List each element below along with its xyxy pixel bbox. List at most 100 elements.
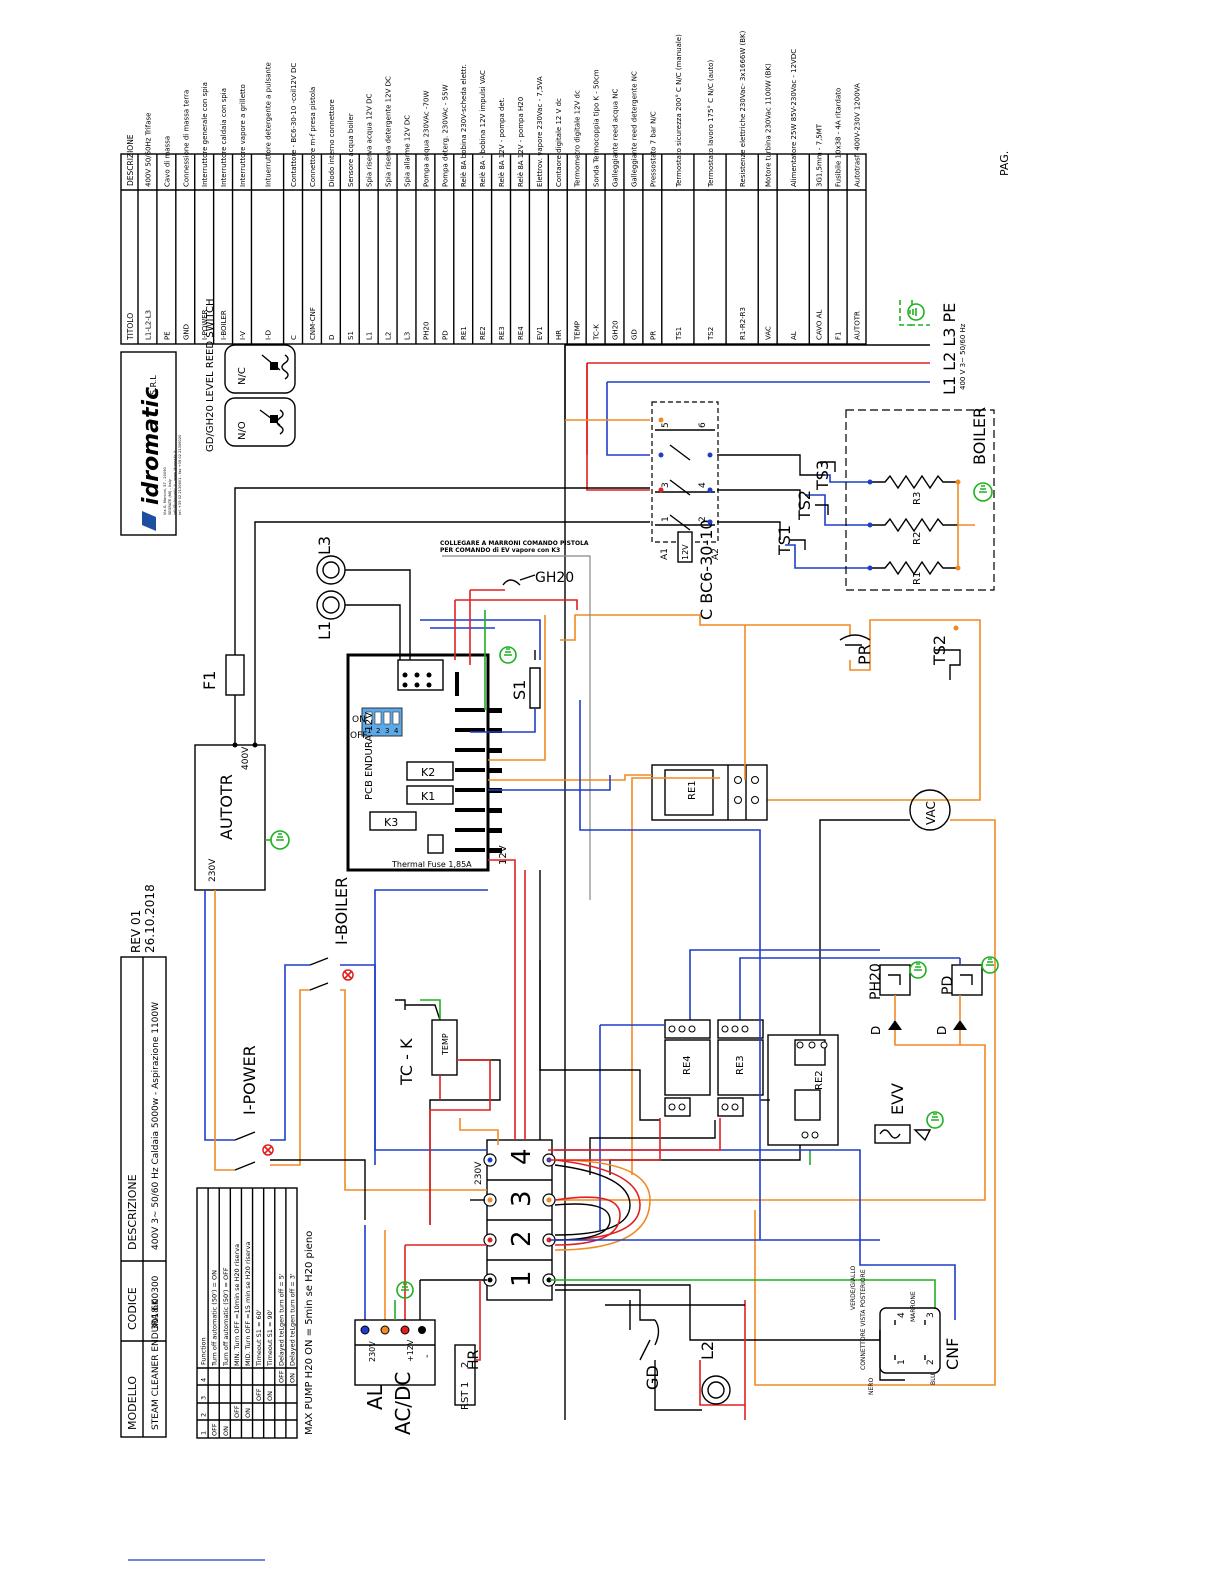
- relay-coil-pin: [721, 1103, 729, 1111]
- pcb-dip-num: 4: [394, 727, 399, 735]
- pcb-k2: K2: [421, 766, 435, 779]
- relay-coil-pin: [668, 1103, 676, 1111]
- contactor-coil-voltage: 12V: [681, 544, 690, 560]
- desc-row-code: CNM-CNF: [309, 307, 317, 340]
- desc-row-text: Relè 8A 12V - pompa H20: [517, 97, 525, 187]
- relay-pin: [820, 1041, 828, 1049]
- pcb-label: PCB ENDURA 12V: [364, 712, 375, 800]
- desc-row-code: RE3: [498, 326, 506, 340]
- relay-pin: [801, 1131, 809, 1139]
- cnf-pin-1: 1: [897, 1359, 907, 1365]
- re4-label: RE4: [682, 1055, 693, 1075]
- hr-label: HR: [466, 1349, 482, 1370]
- title-date: 26.10.2018: [143, 884, 157, 953]
- desc-row-text: Termostato lavoro 175° C N/C (auto): [707, 60, 715, 188]
- terminal-screw-wire: [487, 1237, 493, 1243]
- terminal-screw-wire: [546, 1277, 552, 1283]
- desc-row-code: GH20: [612, 320, 620, 340]
- pcb-connector-bar: [455, 748, 485, 752]
- ts2-top-label: TS2: [795, 490, 814, 521]
- reed-switch-title: GD/GH20 LEVEL REED SWITCH: [205, 299, 216, 452]
- pd-label: PD: [940, 976, 956, 995]
- terminal-230v: 230V: [474, 1161, 484, 1185]
- desc-row-code: RE1: [460, 326, 468, 340]
- relay-coil-pin: [731, 1103, 739, 1111]
- pcb-connector-bar: [455, 828, 485, 832]
- desc-row-text: Autotrasf. 400V-230V 1200VA: [854, 83, 862, 187]
- dip-cell: MIN. Turn OFF =10min se H20 riserva: [233, 1244, 241, 1366]
- relay-pin: [721, 1025, 729, 1033]
- pcb-dip-key: [374, 711, 382, 725]
- ts3-label: TS3: [813, 460, 832, 491]
- boiler: BOILER R3 R2 R1: [845, 407, 995, 591]
- dip-header: Function: [200, 1337, 208, 1365]
- logo-brand: idromatic: [139, 387, 164, 505]
- desc-row-code: TEMP: [574, 321, 582, 341]
- s1-sensor: S1: [470, 650, 541, 733]
- i-power-label: I-POWER: [240, 1045, 259, 1115]
- desc-row-text: Pompa acqua 230VAc -70W: [422, 91, 430, 187]
- desc-row-code: RE2: [479, 326, 487, 340]
- dip-cell: ON: [288, 1373, 296, 1383]
- supply-spec: 400 V 3~ 50/60 Hz: [959, 323, 967, 390]
- acdc-label: AC/DC: [391, 1372, 415, 1435]
- terminal-screw-wire: [487, 1197, 493, 1203]
- desc-row-code: L1-L2-L3: [144, 310, 152, 340]
- gd-float-l2-lamp: GD L2: [639, 1319, 731, 1411]
- pcb-header-pin: [414, 672, 420, 678]
- company-logo: idromatic S.R.L Via G. Marconi, 57 - 200…: [120, 351, 182, 536]
- desc-row-text: Contaore digitale 12 V dc: [555, 98, 563, 187]
- relay-pin: [688, 1025, 696, 1033]
- evv-valve: EVV: [874, 1083, 944, 1144]
- desc-row-text: Relè 8A 12V - pompa det.: [498, 97, 506, 187]
- desc-row-text: Contattore - BC6-30-10 -coil12V DC: [290, 63, 298, 187]
- desc-row-text: Diodo interno connettore: [328, 99, 336, 187]
- title-header-desc: DESCRIZIONE: [126, 1174, 139, 1250]
- desc-row-code: TC-K: [593, 324, 601, 341]
- title-model-value: STEAM CLEANER ENDURA 6K: [151, 1298, 161, 1430]
- pcb-dip-off: OFF: [350, 731, 367, 741]
- desc-row-code: VAC: [765, 326, 773, 340]
- lamp-l3-label: L3: [315, 536, 334, 555]
- dip-cell: Delayed teLgen turn off = 5': [277, 1273, 285, 1366]
- title-code-value: 3018.00300: [151, 1275, 161, 1330]
- dip-cell: OFF: [233, 1405, 241, 1418]
- contactor-a2: A2: [711, 548, 721, 560]
- desc-row-code: PE: [163, 331, 171, 340]
- main-wiring: [204, 700, 956, 1420]
- desc-row-text: Elettrov. vapore 230Vac - 7,5VA: [536, 76, 544, 187]
- relay-coil-pin: [678, 1103, 686, 1111]
- ts1-label: TS1: [775, 525, 794, 556]
- pressure-switch-group: PR TS2: [560, 614, 981, 801]
- cnf-verde-label: VERDE/GIALLO: [850, 1266, 857, 1310]
- pumps: PH20 PD D D: [555, 949, 999, 1201]
- r3-label: R3: [912, 492, 923, 505]
- pcb-header-pin: [426, 672, 432, 678]
- pcb-k3: K3: [384, 816, 398, 829]
- relay-pin: [678, 1025, 686, 1033]
- relay-pin: [796, 1041, 804, 1049]
- pcb-dip-key: [392, 711, 400, 725]
- desc-row-code: RE4: [517, 326, 525, 340]
- contactor-pin-3: 3: [661, 482, 671, 488]
- contactor-pin-4: 4: [698, 482, 708, 488]
- terminal-screw-wire: [487, 1157, 493, 1163]
- pcb-dip-num: 2: [376, 727, 380, 735]
- pcb-header-pin: [402, 672, 408, 678]
- l2-label: L2: [698, 1341, 717, 1360]
- page-label: PAG.: [998, 151, 1011, 176]
- terminal-screw-wire: [546, 1197, 552, 1203]
- switches: I-BOILER I-POWER: [234, 877, 354, 1171]
- dip-cell: OFF: [211, 1423, 219, 1436]
- desc-row-code: TS2: [707, 327, 715, 341]
- dip-note: MAX PUMP H20 ON = 5min se H20 pieno: [304, 1231, 315, 1435]
- reed-no-label: N/O: [237, 421, 248, 440]
- pcb-connector: [488, 708, 502, 713]
- desc-row-text: 400V 50/60Hz Trifase: [144, 113, 152, 188]
- desc-row-code: HR: [555, 330, 563, 340]
- contactor-pin-6: 6: [698, 422, 708, 428]
- dip-cell: ON: [244, 1408, 252, 1418]
- desc-row-code: S1: [347, 331, 355, 340]
